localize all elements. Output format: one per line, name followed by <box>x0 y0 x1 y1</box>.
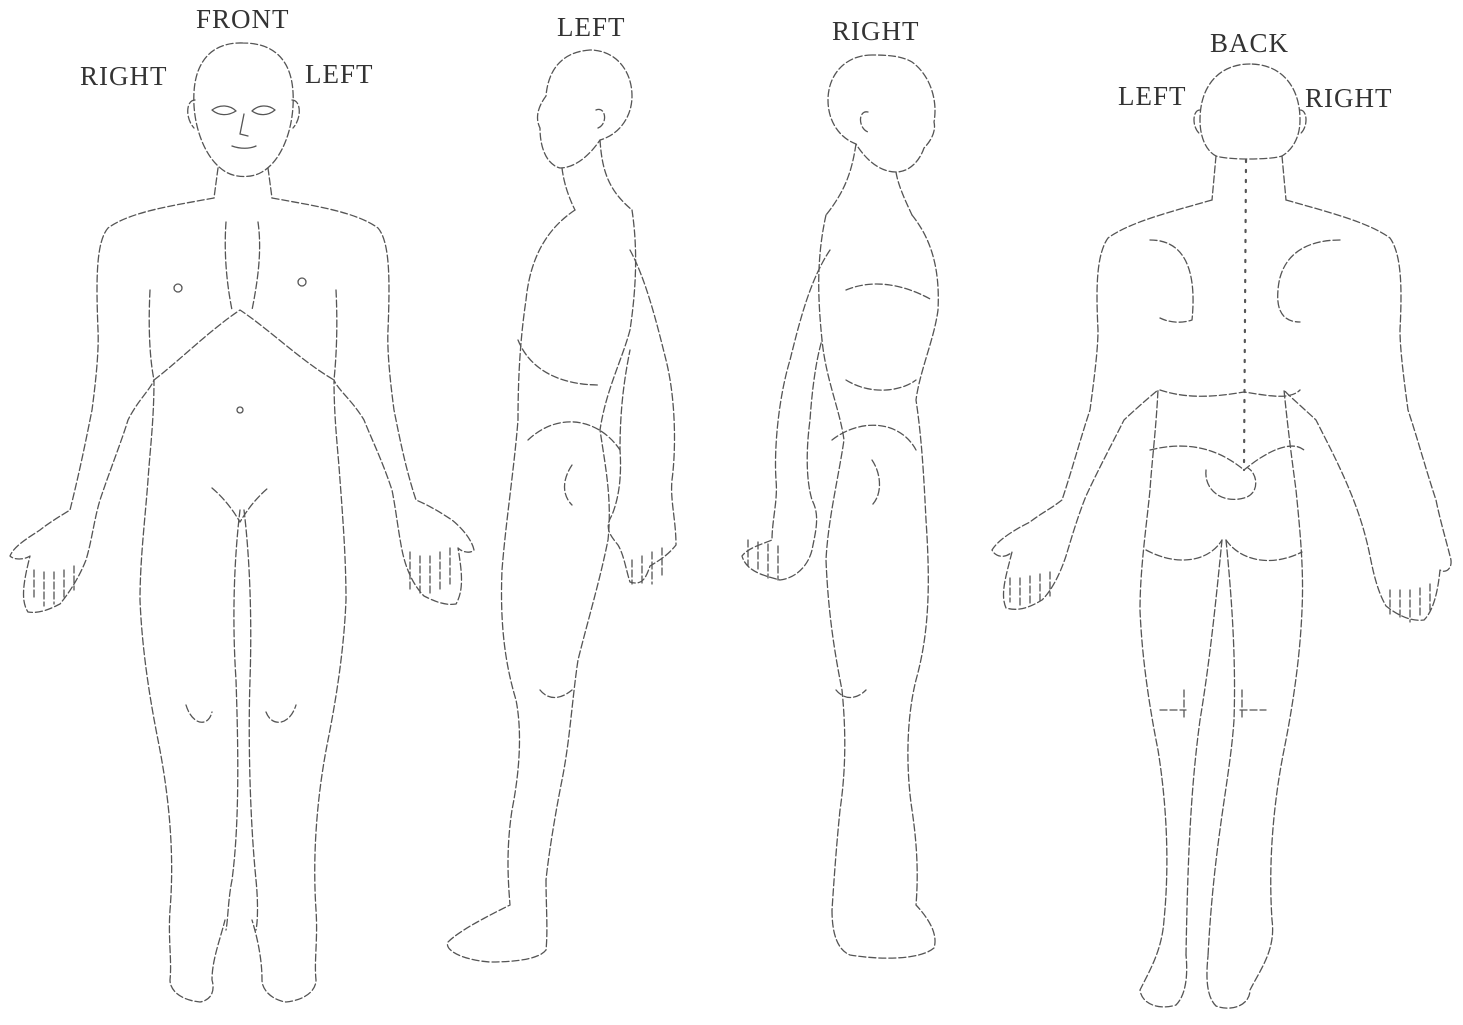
right-body-back <box>819 215 845 910</box>
front-nose <box>240 114 248 136</box>
back-head <box>1200 64 1300 159</box>
left-knee <box>540 690 572 698</box>
back-knee-right <box>1240 690 1266 720</box>
front-eye-right <box>212 106 236 115</box>
right-knee <box>836 690 866 698</box>
front-nipple-left <box>298 278 306 286</box>
back-spine <box>1244 160 1246 470</box>
right-rib <box>846 380 916 390</box>
front-inner-leg-right <box>226 510 240 930</box>
right-fingers <box>748 540 778 580</box>
back-body-outline-left <box>992 200 1212 1007</box>
back-neck <box>1212 156 1286 200</box>
front-hand-left-fingers <box>410 548 450 596</box>
left-body-front <box>447 210 575 962</box>
left-buttock <box>565 465 573 505</box>
back-inner-leg-right <box>1208 540 1235 956</box>
front-inner-leg-left <box>244 510 258 930</box>
right-side-figure <box>742 55 938 958</box>
right-arm <box>742 250 830 580</box>
back-gluteal-fold <box>1146 540 1302 561</box>
front-neck <box>214 168 272 198</box>
back-scapula-right <box>1278 240 1340 322</box>
front-knee-right <box>186 705 212 722</box>
front-knee-left <box>266 705 296 722</box>
back-scapula-left <box>1150 240 1193 322</box>
front-figure <box>10 43 474 1002</box>
front-body-outline-right <box>10 198 225 1002</box>
front-inner-arm-left <box>334 290 337 380</box>
back-lower-ribs <box>1160 390 1300 396</box>
left-body-back <box>546 210 636 880</box>
right-neck-front <box>896 172 912 215</box>
front-pelvis <box>212 488 268 522</box>
back-ear-right <box>1300 110 1306 134</box>
front-navel <box>237 407 243 413</box>
left-chest <box>518 340 600 385</box>
back-sacrum <box>1206 468 1256 499</box>
back-ear-left <box>1194 110 1200 134</box>
front-chest-line <box>154 310 334 380</box>
left-neck-front <box>562 168 575 210</box>
back-waist <box>1150 446 1304 470</box>
right-buttock <box>872 460 880 505</box>
left-neck-back <box>600 140 632 210</box>
front-inner-arm-right <box>149 290 154 380</box>
back-fingers-left <box>1010 572 1050 606</box>
front-nipple-right <box>174 284 182 292</box>
front-eye-left <box>252 106 275 115</box>
back-inner-leg-left <box>1186 540 1222 955</box>
right-neck-back <box>826 144 856 215</box>
front-mouth <box>232 146 256 148</box>
front-sternum <box>225 222 259 310</box>
left-side-figure <box>447 50 676 962</box>
left-hip <box>528 422 620 450</box>
left-head <box>538 50 632 168</box>
right-body-front <box>832 215 938 958</box>
right-hip <box>832 425 916 450</box>
front-body-outline-left <box>252 198 474 1002</box>
front-head <box>194 43 293 177</box>
right-chest <box>846 284 932 300</box>
back-fingers-right <box>1390 584 1430 622</box>
back-knee-left <box>1160 690 1186 720</box>
right-head <box>828 55 935 172</box>
right-ear <box>861 112 869 132</box>
left-ear <box>596 109 605 128</box>
front-hand-right-fingers <box>34 566 74 606</box>
left-fingers <box>632 548 662 586</box>
back-body-outline-right <box>1207 200 1451 1008</box>
back-figure <box>992 64 1451 1008</box>
left-arm <box>608 250 676 583</box>
